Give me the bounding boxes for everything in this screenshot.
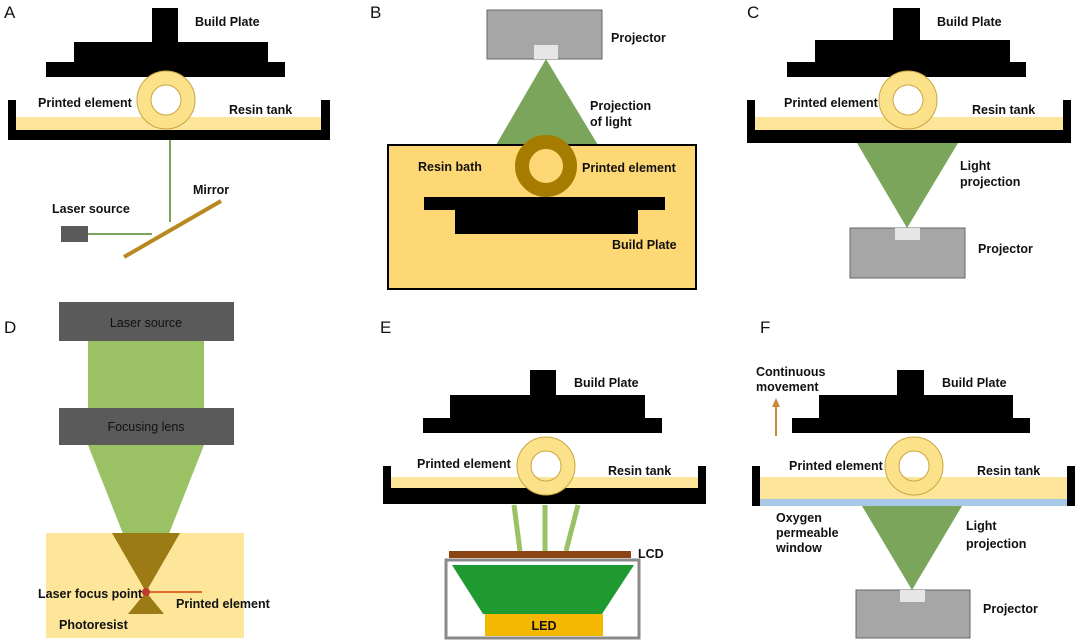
resin-tank-c — [747, 100, 1071, 143]
panel-f: F Continuous movement Build Plate Printe… — [752, 318, 1075, 639]
build-plate-top-b — [424, 197, 665, 210]
projector-lens-f — [900, 590, 925, 602]
tank-wall-left-f — [752, 466, 760, 506]
printed-element-label-a: Printed element — [38, 96, 133, 110]
printed-ring-e — [517, 437, 575, 495]
printed-ring-a — [137, 71, 195, 129]
lcd-e — [449, 551, 631, 558]
printed-element-label-b: Printed element — [582, 161, 677, 175]
projector-label-c: Projector — [978, 242, 1033, 256]
panel-letter-d: D — [4, 318, 16, 337]
projection-label-line2-b: of light — [590, 115, 632, 129]
projector-lens-c — [895, 228, 920, 240]
panel-letter-b: B — [370, 3, 381, 22]
oxygen-window-label-line2-f: permeable — [776, 526, 839, 540]
photoresist-label-d: Photoresist — [59, 618, 129, 632]
build-plate-label-b: Build Plate — [612, 238, 677, 252]
build-plate-label-f: Build Plate — [942, 376, 1007, 390]
light-ray-right-e — [563, 504, 581, 552]
build-plate-c — [787, 8, 1026, 77]
build-plate-body-b — [455, 210, 638, 234]
panel-letter-e: E — [380, 318, 391, 337]
light-ray-left-e — [511, 504, 523, 552]
build-plate-label-a: Build Plate — [195, 15, 260, 29]
resin-bath-label-b: Resin bath — [418, 160, 482, 174]
resin-tank-label-c: Resin tank — [972, 103, 1035, 117]
movement-arrowhead-f — [772, 398, 780, 407]
panel-letter-c: C — [747, 3, 759, 22]
panel-letter-a: A — [4, 3, 16, 22]
panel-e: E Build Plate Printed element Resin tank… — [380, 318, 706, 640]
led-e — [485, 614, 603, 636]
led-label-e: LED — [532, 619, 557, 633]
focusing-lens-label-d: Focusing lens — [107, 420, 184, 434]
projector-label-f: Projector — [983, 602, 1038, 616]
printed-element-label-e: Printed element — [417, 457, 512, 471]
resin-tank-label-f: Resin tank — [977, 464, 1040, 478]
printed-ring-b — [515, 135, 577, 197]
printed-ring-f — [885, 437, 943, 495]
led-light-e — [452, 565, 634, 614]
tank-wall-right-f — [1067, 466, 1075, 506]
oxygen-window-f — [760, 499, 1067, 506]
resin-tank-label-a: Resin tank — [229, 103, 292, 117]
panel-letter-f: F — [760, 318, 770, 337]
light-projection-label-line1-f: Light — [966, 519, 997, 533]
printed-element-label-c: Printed element — [784, 96, 879, 110]
laser-source-a — [61, 226, 88, 242]
printed-element-label-d: Printed element — [176, 597, 271, 611]
laser-focus-point-label-d: Laser focus point — [38, 587, 143, 601]
laser-beam-d — [88, 341, 204, 408]
mirror-label-a: Mirror — [193, 183, 229, 197]
laser-source-d — [59, 302, 234, 341]
printed-element-label-f: Printed element — [789, 459, 884, 473]
light-projection-label-line2-c: projection — [960, 175, 1020, 189]
build-plate-f — [792, 370, 1030, 433]
build-plate-a — [46, 8, 285, 77]
panel-a: A Build Plate Printed element Resin tank… — [4, 3, 330, 259]
laser-focus-point-d — [142, 588, 150, 596]
panel-b: B Projector Projection of light Resin ba… — [370, 3, 697, 290]
laser-source-label-d: Laser source — [110, 316, 182, 330]
build-plate-label-c: Build Plate — [937, 15, 1002, 29]
projector-label-b: Projector — [611, 31, 666, 45]
resin-tank-e — [383, 466, 706, 504]
continuous-movement-label-line1-f: Continuous — [756, 365, 825, 379]
laser-source-label-a: Laser source — [52, 202, 130, 216]
panel-d: D Laser source Focusing lens Laser focus… — [4, 302, 271, 638]
projection-label-line1-b: Projection — [590, 99, 651, 113]
beam-in-resist-lower-d — [128, 592, 164, 614]
mirror-a — [123, 199, 222, 259]
oxygen-window-label-line3-f: window — [775, 541, 822, 555]
panel-c: C Build Plate Printed element Resin tank… — [747, 3, 1071, 279]
light-cone-c — [857, 143, 958, 228]
continuous-movement-label-line2-f: movement — [756, 380, 819, 394]
light-cone-f — [862, 506, 962, 590]
light-cone-b — [496, 59, 598, 145]
light-projection-label-line2-f: projection — [966, 537, 1026, 551]
resin-tank-label-e: Resin tank — [608, 464, 671, 478]
light-projection-label-line1-c: Light — [960, 159, 991, 173]
oxygen-window-label-line1-f: Oxygen — [776, 511, 822, 525]
build-plate-label-e: Build Plate — [574, 376, 639, 390]
lcd-label-e: LCD — [638, 547, 664, 561]
printed-ring-c — [879, 71, 937, 129]
focused-beam-d — [88, 445, 204, 592]
beam-in-resist-upper-d — [112, 533, 180, 592]
build-plate-e — [423, 370, 662, 433]
projector-lens-b — [534, 45, 558, 59]
focusing-lens-d — [59, 408, 234, 445]
